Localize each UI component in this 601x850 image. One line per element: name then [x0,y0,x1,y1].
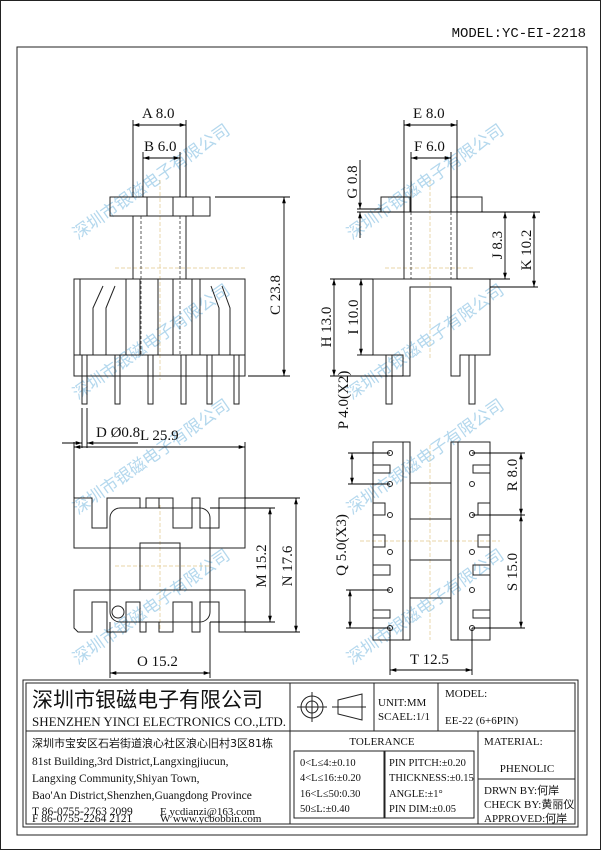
tolerance-row: 0<L≤4:±0.10 [300,758,356,769]
pin-view: P 4.0(X2) Q 5.0(X3) R 8.0 S 15.0 T 12.5 [334,371,525,675]
side-view: E 8.0 F 6.0 G 0.8 H 13.0 I 10.0 J 8.3 K … [319,106,540,405]
company-name-cn: 深圳市银磁电子有限公司 [32,688,263,712]
dim-i: I 10.0 [346,300,362,335]
dim-m: M 15.2 [254,544,270,587]
watermark: 深圳市银磁电子有限公司 [343,395,508,519]
address-line-3: Bao'An District,Shenzhen,Guangdong Provi… [32,790,252,802]
address-cn: 深圳市宝安区石岩街道浪心社区浪心旧村3区81栋 [32,736,273,750]
spec-row: ANGLE:±1° [389,789,443,800]
material-value: PHENOLIC [500,763,554,775]
dim-l: L 25.9 [140,428,179,444]
scale-label: SCAEL:1/1 [378,711,430,723]
tolerance-title: TOLERANCE [349,736,414,748]
dim-q: Q 5.0(X3) [334,514,350,576]
check-by: CHECK BY:黄丽仪 [484,797,574,811]
watermark: 深圳市银磁电子有限公司 [69,395,234,519]
drawing-frame [16,46,588,836]
email: E ycdianzi@163.com [160,806,255,818]
drawn-by: DRWN BY:何岸 [484,784,559,797]
dim-s: S 15.0 [505,553,521,591]
watermark: 深圳市银磁电子有限公司 [343,545,508,669]
dim-t: T 12.5 [410,652,449,668]
projection-symbol [297,692,366,722]
dim-n: N 17.6 [280,545,296,586]
tel: T 86-0755-2763 2099 [32,806,133,818]
dim-p: P 4.0(X2) [336,371,352,430]
tolerance-row: 50≤L:±0.40 [300,804,350,815]
approved-by: APPROVED:何岸 [484,812,567,825]
spec-row: PIN DIM:±0.05 [389,804,456,815]
company-name-en: SHENZHEN YINCI ELECTRONICS CO.,LTD. [32,714,286,729]
dim-k: K 10.2 [519,230,535,271]
spec-row: THICKNESS:±0.15 [389,773,474,784]
material-label: MATERIAL: [484,736,543,748]
bottom-view: L 25.9 M 15.2 N 17.6 O 15.2 [73,428,300,678]
address-line-1: 81st Building,3rd District,Langxingjiucu… [32,756,229,768]
title-block: 深圳市银磁电子有限公司 SHENZHEN YINCI ELECTRONICS C… [22,679,579,828]
dim-j: J 8.3 [490,231,506,259]
model-header: MODEL:YC-EI-2218 [452,26,586,42]
dim-g: G 0.8 [345,165,361,198]
dim-r: R 8.0 [505,459,521,492]
dim-e: E 8.0 [413,106,445,122]
watermark: 深圳市银磁电子有限公司 [343,280,508,404]
dim-h: H 13.0 [319,307,335,348]
model-label: MODEL: [445,688,487,700]
spec-row: PIN PITCH:±0.20 [389,758,466,769]
model-value: EE-22 (6+6PIN) [445,715,518,727]
dim-f: F 6.0 [414,139,445,155]
tolerance-row: 16<L≤50:0.30 [300,789,360,800]
dim-o: O 15.2 [137,654,178,670]
dim-a: A 8.0 [142,106,175,122]
front-view: A 8.0 B 6.0 C 23.8 D Ø0.8 [62,106,290,448]
dim-c: C 23.8 [268,275,284,315]
tolerance-row: 4<L≤16:±0.20 [300,773,361,784]
unit-label: UNIT:MM [378,697,427,709]
address-line-2: Langxing Community,Shiyan Town, [32,773,200,785]
dim-b: B 6.0 [144,139,177,155]
watermark: 深圳市银磁电子有限公司 [69,545,234,669]
dim-d: D Ø0.8 [96,425,140,441]
watermark: 深圳市银磁电子有限公司 [69,280,234,404]
